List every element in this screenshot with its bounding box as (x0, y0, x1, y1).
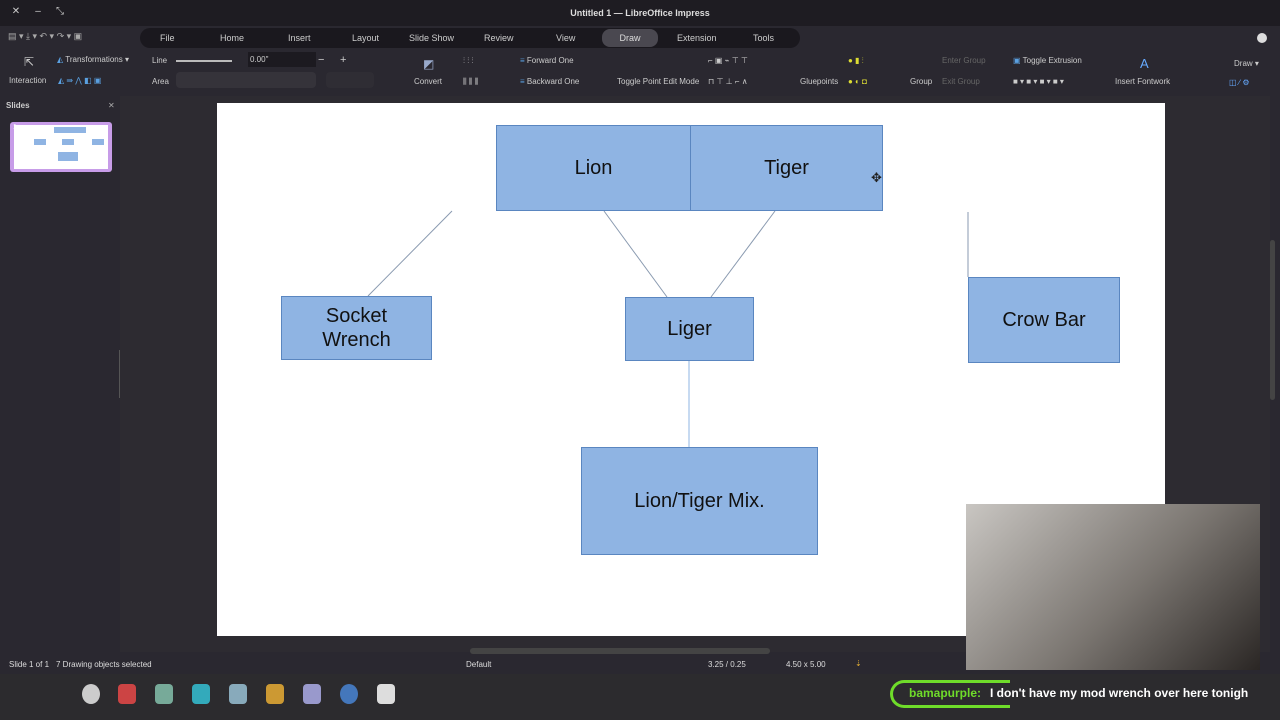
tab-file[interactable]: File (160, 33, 175, 43)
quick-access-toolbar[interactable]: ▤ ▾ ⤓ ▾ ↶ ▾ ↷ ▾ ▣ (8, 31, 83, 41)
files-icon[interactable] (155, 684, 173, 704)
area-label: Area (152, 77, 169, 86)
align-vertical-icons[interactable]: ⫼ ⫼ ⫼ (463, 77, 479, 86)
transform-icons[interactable]: ◭ ⇛ ⋀ ◧ ▣ (58, 76, 102, 85)
line-style-select[interactable] (176, 60, 232, 62)
toggle-extrusion-label: Toggle Extrusion (1022, 56, 1082, 65)
slide-count: Slide 1 of 1 (9, 660, 50, 669)
transformations-button[interactable]: ◭ Transformations ▾ (57, 55, 129, 64)
glue-icons-2[interactable]: ● ◐ ◘ (848, 77, 867, 86)
app-icon[interactable] (266, 684, 284, 704)
point-edit-icons[interactable]: ⌐ ▣ ⌁ ⊤ ⊤ (708, 56, 748, 65)
tiger-box[interactable]: Tiger (690, 125, 883, 211)
lion-tiger-mix-box[interactable]: Lion/Tiger Mix. (581, 447, 818, 555)
increase-button[interactable]: + (340, 54, 347, 66)
transformations-label: Transformations (65, 55, 123, 64)
horizontal-scrollbar[interactable] (470, 648, 770, 654)
proton-vpn-icon[interactable] (303, 684, 321, 704)
draw-icons[interactable]: ◫ ∕ ⚙ (1229, 78, 1250, 87)
socket-wrench-box[interactable]: Socket Wrench (281, 296, 432, 360)
toggle-point-edit-button[interactable]: Toggle Point Edit Mode (617, 77, 700, 86)
convert-button[interactable]: Convert (414, 77, 443, 86)
signature-icon: ⇣ (855, 659, 862, 668)
tab-home[interactable]: Home (220, 33, 245, 43)
connector-line[interactable] (603, 210, 668, 298)
chat-bracket (890, 680, 1010, 708)
exit-group-button[interactable]: Exit Group (942, 77, 980, 86)
crow-bar-box[interactable]: Crow Bar (968, 277, 1120, 363)
tab-view[interactable]: View (556, 33, 576, 43)
settings-icon[interactable] (1257, 33, 1267, 43)
position-readout: 3.25 / 0.25 (708, 660, 746, 669)
gluepoints-button[interactable]: Gluepoints (800, 77, 839, 86)
minimize-window-icon[interactable]: – (35, 6, 41, 17)
tab-layout[interactable]: Layout (352, 33, 380, 43)
chat-message: I don't have my mod wrench over here ton… (990, 686, 1249, 700)
move-cursor-icon: ✥ (871, 170, 882, 185)
area-style-select[interactable] (326, 72, 374, 88)
draw-label: Draw (1234, 59, 1253, 68)
tab-tools[interactable]: Tools (753, 33, 775, 43)
title-bar: ✕ – ⤡ Untitled 1 — LibreOffice Impress (0, 0, 1280, 26)
group-button[interactable]: Group (910, 77, 933, 86)
software-store-icon[interactable] (192, 684, 210, 704)
align-icons[interactable]: ⫶ ⫶ ⫶ (463, 56, 474, 65)
tab-slide-show[interactable]: Slide Show (409, 33, 455, 43)
tab-insert[interactable]: Insert (288, 33, 311, 43)
slide-thumbnail[interactable]: 1 (10, 122, 112, 172)
tab-review[interactable]: Review (484, 33, 514, 43)
glue-icons[interactable]: ● ▮ ⫶ (848, 56, 864, 65)
chat-username: bamapurple: (909, 686, 982, 700)
vertical-scrollbar[interactable] (1270, 240, 1275, 400)
forward-one-button[interactable]: ≡ Forward One (520, 56, 574, 65)
slides-panel: Slides ✕ 1 (0, 96, 120, 654)
insert-fontwork-button[interactable]: Insert Fontwork (1115, 77, 1171, 86)
line-width-input[interactable]: 0.00" (248, 52, 316, 67)
restore-window-icon[interactable]: ⤡ (56, 6, 64, 17)
close-panel-icon[interactable]: ✕ (108, 101, 115, 110)
area-select[interactable] (176, 72, 316, 88)
liger-box[interactable]: Liger (625, 297, 754, 361)
zorin-menu-icon[interactable] (82, 684, 100, 704)
size-readout: 4.50 x 5.00 (786, 660, 826, 669)
slides-panel-title: Slides (6, 101, 30, 110)
forward-one-label: Forward One (526, 56, 574, 65)
connector-line[interactable] (367, 210, 453, 297)
convert-icon[interactable]: ◩ (423, 57, 435, 71)
steam-icon[interactable] (229, 684, 247, 704)
tab-draw[interactable]: Draw (602, 29, 658, 47)
point-type-icons[interactable]: ⊓ ⊤ ⊥ ⌐ ∧ (708, 77, 748, 86)
backward-one-label: Backward One (526, 77, 580, 86)
selection-status: 7 Drawing objects selected (56, 660, 152, 669)
draw-dropdown[interactable]: Draw ▾ (1234, 59, 1259, 68)
chat-overlay: bamapurple: I don't have my mod wrench o… (890, 680, 1280, 708)
webcam-overlay (966, 504, 1260, 670)
status-bar: Slide 1 of 1 7 Drawing objects selected … (0, 656, 1280, 674)
fontwork-icon[interactable]: A (1140, 56, 1149, 71)
connector-line[interactable] (710, 210, 776, 298)
3d-icons[interactable]: ■ ▾ ■ ▾ ■ ▾ ■ ▾ (1013, 77, 1064, 86)
window-title: Untitled 1 — LibreOffice Impress (570, 8, 710, 18)
qbittorrent-icon[interactable] (340, 684, 358, 704)
taskbar (0, 674, 1280, 720)
close-window-icon[interactable]: ✕ (11, 6, 21, 17)
enter-group-button[interactable]: Enter Group (942, 56, 986, 65)
pointer-icon[interactable]: ⇱ (24, 55, 35, 69)
interaction-button[interactable]: Interaction (9, 76, 47, 85)
decrease-button[interactable]: − (318, 54, 325, 66)
backward-one-button[interactable]: ≡ Backward One (520, 77, 580, 86)
impress-icon[interactable] (377, 684, 395, 704)
line-label: Line (152, 56, 168, 65)
brave-browser-icon[interactable] (118, 684, 136, 704)
lion-box[interactable]: Lion (496, 125, 691, 211)
tab-extension[interactable]: Extension (677, 33, 717, 43)
toggle-extrusion-button[interactable]: ▣ Toggle Extrusion (1013, 56, 1082, 65)
layout-name: Default (466, 660, 492, 669)
